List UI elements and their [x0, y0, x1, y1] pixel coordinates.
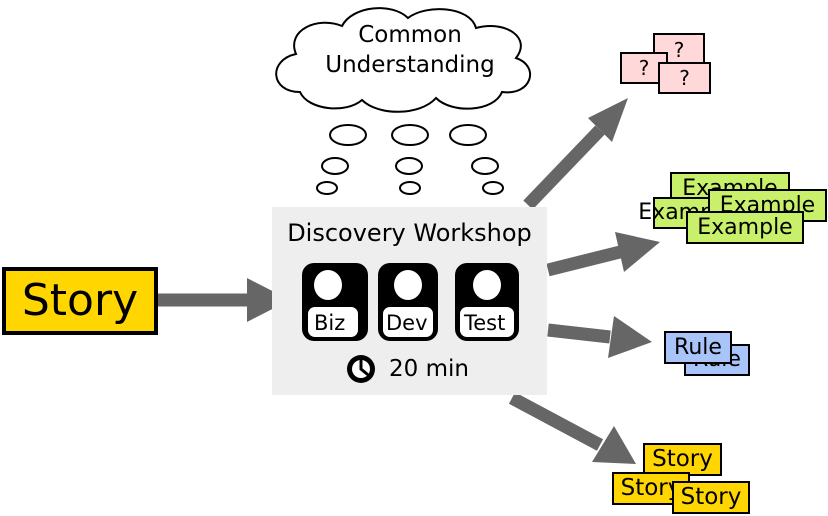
arrow-to-questions: [523, 98, 628, 210]
clock-icon: [347, 355, 375, 383]
cloud-caption: Common Understanding: [285, 20, 535, 80]
role-biz: Biz: [314, 311, 346, 335]
question-card: ?: [658, 62, 711, 94]
arrow-to-stories: [508, 392, 636, 464]
example-card: Example: [686, 211, 804, 244]
story-output-card: Story: [672, 481, 750, 514]
workshop-icons: [302, 263, 519, 383]
discovery-workshop-panel: Discovery Workshop B: [272, 207, 547, 395]
arrow-to-rules: [547, 316, 652, 358]
thought-cloud-icon: [275, 7, 532, 195]
role-test: Test: [464, 311, 506, 335]
workshop-title: Discovery Workshop: [287, 219, 532, 247]
question-card: ?: [653, 33, 705, 66]
cloud-line-1: Common: [358, 22, 462, 48]
arrow-to-examples: [546, 232, 660, 277]
role-dev: Dev: [386, 311, 428, 335]
story-card: Story: [2, 267, 158, 335]
workshop-duration: 20 min: [389, 356, 469, 382]
rule-card: Rule: [664, 331, 732, 364]
arrow-story-to-workshop: [158, 278, 290, 322]
cloud-line-2: Understanding: [325, 52, 495, 78]
